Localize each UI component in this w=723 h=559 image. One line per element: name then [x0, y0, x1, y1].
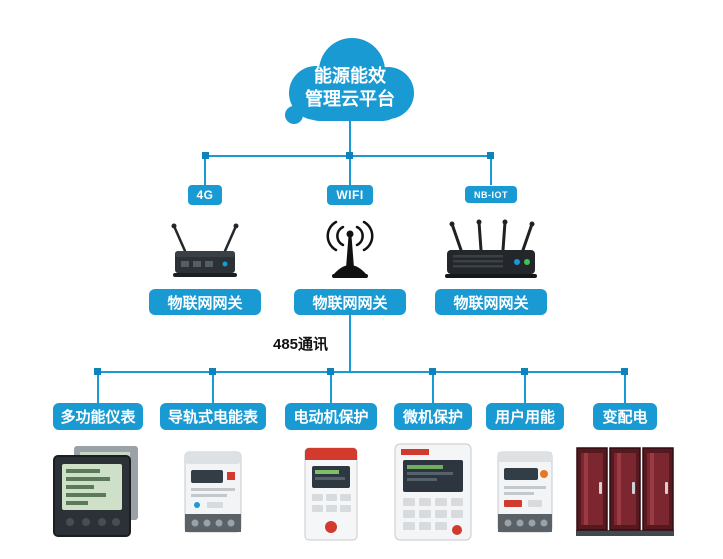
terminal-label-multifunction-meter: 多功能仪表: [53, 403, 143, 430]
badge-nbiot: NB-IOT: [465, 186, 517, 203]
wifi-antenna-icon: [326, 220, 374, 278]
badge-4g: 4G: [188, 185, 222, 205]
microcomputer-protection-icon: [394, 443, 472, 541]
junction-node: [202, 152, 209, 159]
junction-node: [487, 152, 494, 159]
junction-node: [346, 152, 353, 159]
terminal-label-motor-protection: 电动机保护: [285, 403, 377, 430]
rs485-drop-line: [349, 315, 351, 372]
din-rail-energy-meter-icon: [184, 451, 242, 533]
terminal-label-din-rail-meter: 导轨式电能表: [160, 403, 266, 430]
cloud-icon: [285, 38, 414, 124]
cloud-title: 能源能效 管理云平台: [272, 33, 428, 133]
junction-node: [521, 368, 528, 375]
junction-node: [621, 368, 628, 375]
rs485-bus-label: 485通讯: [273, 336, 329, 353]
terminal-label-user-energy: 用户用能: [486, 403, 564, 430]
cloud-title-line1: 能源能效: [314, 65, 386, 86]
terminal-label-microcomputer-protection: 微机保护: [394, 403, 472, 430]
branch-drop-line: [349, 155, 351, 185]
gateway-label-left: 物联网网关: [149, 289, 261, 315]
4g-router-icon: [171, 223, 239, 277]
branch-drop-line: [204, 155, 206, 185]
rs485-bus-line: [97, 371, 627, 373]
terminal-drop-line: [97, 371, 99, 403]
gateway-label-middle: 物联网网关: [294, 289, 406, 315]
branch-drop-line: [490, 155, 492, 185]
terminal-drop-line: [624, 371, 626, 403]
junction-node: [94, 368, 101, 375]
nbiot-router-icon: [445, 219, 537, 278]
power-distribution-cabinet-icon: [576, 447, 674, 536]
terminal-drop-line: [432, 371, 434, 403]
cloud-title-line2: 管理云平台: [305, 89, 395, 109]
terminal-label-power-distribution: 变配电: [593, 403, 657, 430]
junction-node: [429, 368, 436, 375]
user-energy-meter-icon: [497, 451, 553, 533]
cloud-drop-line: [349, 119, 351, 156]
gateway-label-right: 物联网网关: [435, 289, 547, 315]
multifunction-meter-icon: [53, 446, 138, 537]
terminal-drop-line: [212, 371, 214, 403]
motor-protection-icon: [304, 447, 358, 541]
terminal-drop-line: [330, 371, 332, 403]
cloud-platform: 能源能效 管理云平台: [272, 33, 428, 133]
badge-wifi: WIFI: [327, 185, 373, 205]
junction-node: [209, 368, 216, 375]
terminal-drop-line: [524, 371, 526, 403]
junction-node: [327, 368, 334, 375]
